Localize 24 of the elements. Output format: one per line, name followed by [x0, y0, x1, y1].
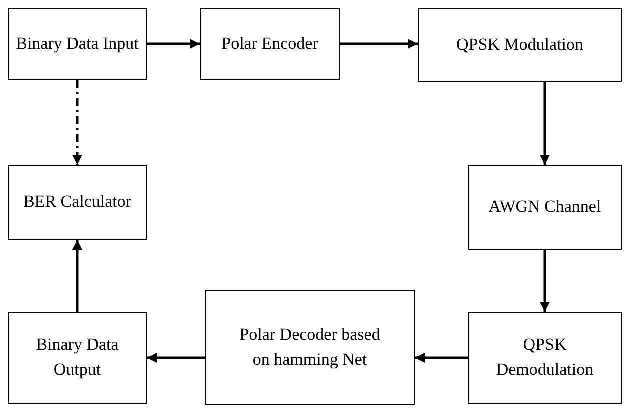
arrow [540, 82, 550, 165]
box-label: Binary Data Output [35, 334, 120, 381]
process-box [468, 165, 622, 250]
box-label: QPSK Modulation [456, 34, 584, 56]
box-label: BER Calculator [23, 191, 132, 214]
arrow [340, 39, 418, 49]
box-label: Polar Encoder [222, 32, 318, 55]
arrow [147, 39, 200, 49]
arrow [72, 240, 82, 312]
box-label: Binary Data Input [16, 32, 139, 55]
process-box [468, 312, 622, 404]
process-box [8, 165, 147, 240]
process-box [205, 290, 415, 405]
process-box [8, 8, 147, 80]
box-label: AWGN Channel [488, 196, 602, 218]
arrow [72, 80, 82, 165]
arrow [415, 353, 468, 363]
arrow [540, 250, 550, 312]
box-label: QPSK Demodulation [495, 334, 595, 381]
process-box [418, 8, 622, 82]
box-label: Polar Decoder based on hamming Net [238, 324, 382, 371]
process-box [200, 8, 340, 80]
arrow [147, 353, 205, 363]
process-box [8, 312, 147, 404]
